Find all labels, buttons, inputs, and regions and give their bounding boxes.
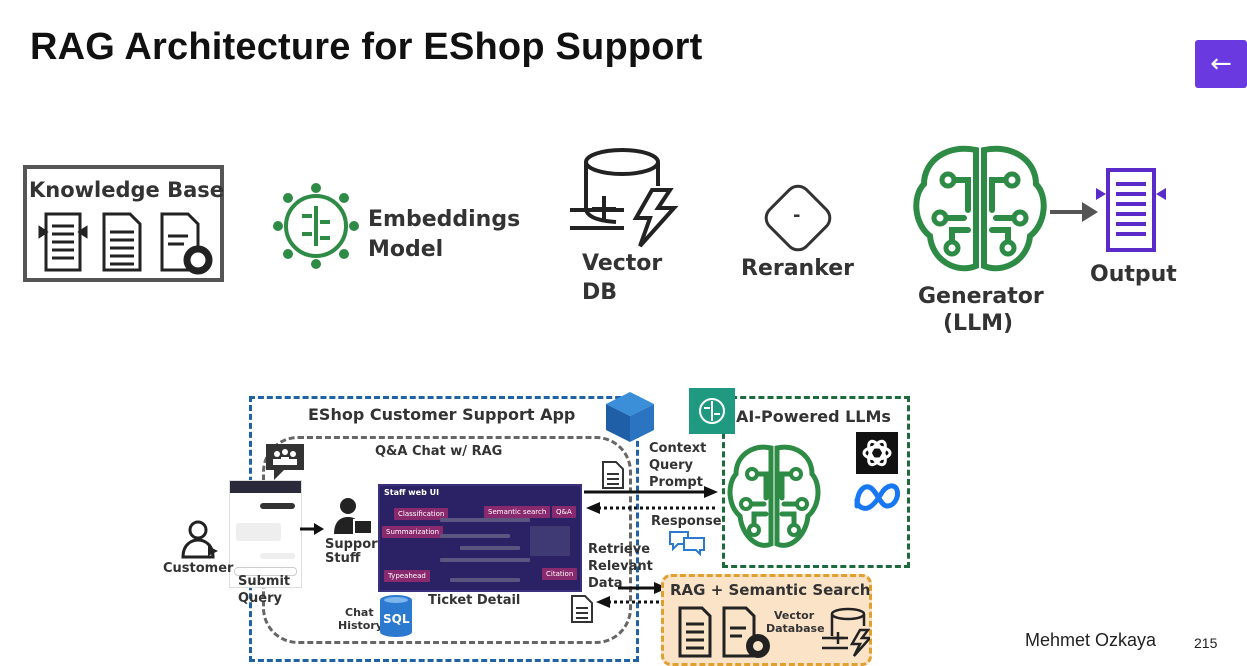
embeddings-brain-icon xyxy=(273,183,359,269)
chip-citation: Citation xyxy=(542,568,578,580)
output-document-icon xyxy=(1096,168,1166,252)
ai-service-icon xyxy=(689,388,735,434)
support-stuff-label-1: Support xyxy=(325,537,384,552)
chat-history-label-1: Chat xyxy=(345,606,374,619)
chip-typeahead: Typeahead xyxy=(384,570,430,582)
staff-ui-title: Staff web UI xyxy=(384,488,440,497)
arrow-left-icon: ← xyxy=(1210,49,1232,79)
embeddings-label-2: Model xyxy=(368,237,444,262)
document-icons xyxy=(38,212,213,275)
context-label-2: Query xyxy=(649,458,694,473)
chip-classification: Classification xyxy=(394,508,449,520)
reranker-symbol: - xyxy=(793,205,801,226)
staff-web-ui-mockup: Staff web UI Classification Semantic sea… xyxy=(378,484,582,592)
page-number: 215 xyxy=(1194,635,1218,651)
prompt-document-icon xyxy=(602,461,624,489)
sql-database-icon xyxy=(380,595,412,637)
chip-qa: Q&A xyxy=(552,506,576,518)
slide-title: RAG Architecture for EShop Support xyxy=(30,26,703,68)
eshop-app-title: EShop Customer Support App xyxy=(308,405,576,424)
back-button[interactable]: ← xyxy=(1195,40,1247,88)
customer-icon xyxy=(181,520,218,559)
qa-chat-title: Q&A Chat w/ RAG xyxy=(375,444,503,459)
embeddings-label-1: Embeddings xyxy=(368,207,521,232)
retrieve-label-2: Relevant xyxy=(588,559,653,574)
ticket-detail-label: Ticket Detail xyxy=(428,593,521,608)
retrieve-arrows xyxy=(596,582,668,608)
container-box-icon xyxy=(606,392,654,442)
customer-label: Customer xyxy=(163,561,234,576)
knowledge-base-label: Knowledge Base xyxy=(29,178,225,202)
rag-documents-icon xyxy=(678,606,770,658)
response-label: Response xyxy=(651,514,722,529)
generator-label-2: (LLM) xyxy=(943,311,1014,336)
retrieve-label-3: Data xyxy=(588,576,623,591)
retrieve-label-1: Retrieve xyxy=(588,542,651,557)
chip-semantic-search: Semantic search xyxy=(484,506,551,518)
support-staff-icon xyxy=(334,498,373,535)
prompt-response-arrows xyxy=(584,486,718,514)
vector-db-small-label-1: Vector xyxy=(774,609,815,622)
vector-label-2: DB xyxy=(582,280,618,305)
vector-database-small-icon xyxy=(822,607,870,657)
author-name: Mehmet Ozkaya xyxy=(1025,630,1157,650)
openai-logo-icon xyxy=(856,432,898,474)
chat-history-label-2: History xyxy=(338,619,383,632)
output-label: Output xyxy=(1090,262,1177,287)
arrow-to-output xyxy=(1050,202,1098,222)
vector-label-1: Vector xyxy=(582,251,663,276)
reranker-diamond-icon xyxy=(764,184,832,252)
retrieved-document-icon xyxy=(571,595,593,623)
document-gear-icon xyxy=(160,212,213,275)
rag-search-title: RAG + Semantic Search xyxy=(670,581,871,599)
generator-label-1: Generator xyxy=(918,284,1044,309)
context-label-1: Context xyxy=(649,441,707,456)
vector-db-small-label-2: Database xyxy=(766,622,825,635)
arrow-to-support xyxy=(300,523,324,535)
document-text-icon xyxy=(102,212,142,272)
chat-app-mockup xyxy=(229,480,302,588)
knowledge-base-box xyxy=(23,165,224,282)
support-stuff-label-2: Stuff xyxy=(325,551,361,566)
vector-db-icon xyxy=(570,148,679,248)
document-arrows-icon xyxy=(38,212,88,272)
meta-logo-icon xyxy=(854,483,900,511)
submit-query-label-1: Submit xyxy=(238,574,291,589)
llm-brain-icon xyxy=(727,444,821,548)
chat-bubbles-icon xyxy=(669,531,705,556)
group-chat-icon xyxy=(266,444,304,480)
sql-label: SQL xyxy=(383,612,410,626)
context-label-3: Prompt xyxy=(649,475,703,490)
submit-query-label-2: Query xyxy=(238,591,283,606)
ai-llms-title: AI-Powered LLMs xyxy=(736,407,891,426)
chip-summarization: Summarization xyxy=(382,526,444,538)
reranker-label: Reranker xyxy=(741,256,855,281)
generator-brain-icon xyxy=(913,145,1047,272)
ai-llms-container xyxy=(722,396,910,568)
